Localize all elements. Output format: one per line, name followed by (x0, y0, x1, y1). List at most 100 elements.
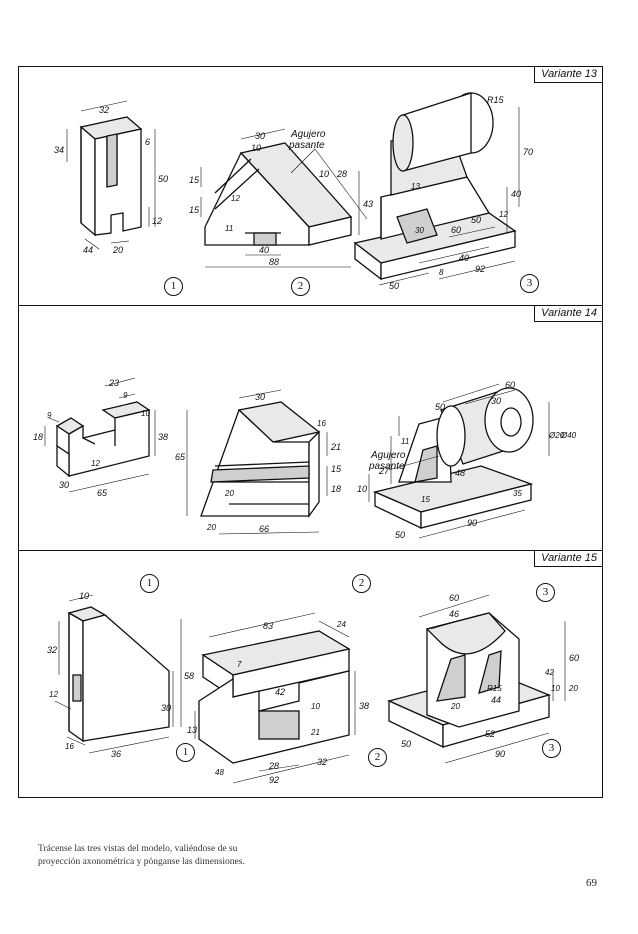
hole-note-line-1: Agujero (370, 450, 406, 461)
drawing-variante-14: 23 9 9 18 12 38 30 65 10 (33, 377, 577, 540)
drawing-variante-13: 32 34 6 50 12 20 44 (54, 92, 533, 291)
dimension-label: 10 (357, 484, 367, 494)
drawing-variante-15: 10 32 58 30 12 16 36 (47, 591, 579, 785)
dimension-label: R15 (487, 684, 502, 693)
dimension-label: 15 (421, 495, 430, 504)
dimension-label: 27 (378, 466, 390, 476)
variant-label: Variante 14 (534, 306, 602, 322)
dimension-label: 42 (275, 687, 285, 697)
dimension-label: 40 (511, 189, 521, 199)
model-1-drawing: 23 9 9 18 12 38 30 65 10 (33, 377, 168, 498)
dimension-label: 66 (259, 524, 269, 534)
dimension-label: 58 (184, 671, 194, 681)
variant-label: Variante 13 (534, 67, 602, 83)
dimension-label: 48 (215, 768, 224, 777)
dimension-label: 60 (451, 225, 461, 235)
dimension-label: 46 (449, 609, 459, 619)
dimension-label: 9 (123, 391, 128, 400)
dimension-label: 30 (161, 703, 171, 713)
dimension-label: 50 (471, 215, 481, 225)
dimension-label: 24 (336, 620, 346, 629)
figure-1-number: 1 (140, 574, 159, 593)
figure-1-number: 1 (164, 277, 183, 296)
figure-2-number: 2 (291, 277, 310, 296)
dimension-label: 18 (33, 432, 43, 442)
dimension-label: 65 (175, 452, 186, 462)
dimension-label: 50 (435, 402, 445, 412)
dimension-label: 28 (268, 761, 279, 771)
dimension-label: 11 (225, 224, 233, 233)
dimension-label: 70 (523, 147, 533, 157)
dimension-label: 50 (158, 174, 168, 184)
model-3-drawing: 60 50 30 11 27 10 48 15 50 90 35 Ø20 Ø40 (357, 380, 577, 540)
dimension-label: 28 (336, 169, 347, 179)
dimension-label: 16 (65, 742, 74, 751)
instruction-line-2: proyección axonométrica y pónganse las d… (38, 857, 245, 867)
dimension-label: 44 (491, 695, 501, 705)
dimension-label: 20 (206, 523, 216, 532)
dimension-label: 35 (513, 489, 522, 498)
variant-label: Variante 15 (534, 551, 602, 567)
dimension-label: 40 (259, 245, 269, 255)
dimension-label: 20 (450, 702, 460, 711)
dimension-label: 13 (411, 182, 420, 191)
dimension-label: 30 (415, 226, 424, 235)
dimension-label: 9 (47, 411, 52, 420)
hole-note-line-1: Agujero (290, 129, 326, 140)
dimension-label: 43 (363, 199, 373, 209)
dimension-label: 38 (158, 432, 168, 442)
dimension-label: 92 (475, 264, 485, 274)
dimension-label: 10 (251, 143, 261, 153)
model-2-drawing: 30 65 16 21 15 18 20 20 66 (175, 389, 342, 535)
dimension-label: 60 (449, 593, 459, 603)
dimension-label: Ø40 (560, 431, 577, 440)
dimension-label: 88 (269, 257, 279, 267)
dimension-label: 7 (237, 660, 242, 669)
dimension-label: 12 (49, 690, 58, 699)
dimension-label: 30 (255, 392, 265, 402)
dimension-label: 18 (331, 484, 341, 494)
figure-2-number: 2 (368, 748, 387, 767)
dimension-label: 30 (255, 131, 265, 141)
dimension-label: 12 (231, 194, 240, 203)
dimension-label: 48 (455, 468, 465, 478)
dimension-label: 90 (467, 518, 477, 528)
dimension-label: 60 (505, 380, 515, 390)
dimension-label: 60 (569, 653, 579, 663)
model-3-drawing: R15 70 40 13 50 60 30 12 40 92 8 50 (290, 92, 533, 291)
model-1-drawing: 32 34 6 50 12 20 44 (54, 100, 168, 255)
dimension-label: 15 (331, 464, 342, 474)
dimension-label: 32 (317, 757, 327, 767)
dimension-label: 20 (568, 684, 578, 693)
dimension-label: 21 (310, 728, 320, 737)
dimension-label: 10 (141, 409, 150, 418)
dimension-label: 21 (330, 442, 341, 452)
dimension-label: 11 (401, 437, 409, 446)
dimension-label: 10 (79, 591, 89, 601)
model-2-drawing: 30 10 15 15 12 11 10 28 43 40 88 (189, 128, 373, 268)
dimension-label: 32 (99, 105, 109, 115)
dimension-label: 36 (111, 749, 121, 759)
model-1-drawing: 10 32 58 30 12 16 36 (47, 591, 194, 759)
dimension-label: 10 (551, 684, 560, 693)
dimension-label: 30 (491, 396, 501, 406)
hole-note-line-2: pasante (288, 140, 325, 151)
dimension-label: 15 (189, 205, 200, 215)
dimension-label: 12 (91, 459, 100, 468)
dimension-label: 8 (439, 268, 444, 277)
panel-variante-15: Variante 15 10 32 58 30 (19, 550, 602, 797)
dimension-label: 12 (152, 216, 162, 226)
dimension-label: R15 (487, 95, 505, 105)
dimension-label: 6 (145, 137, 150, 147)
figure-3-number: 3 (520, 274, 539, 293)
panel-variante-14: Variante 14 23 9 9 18 (19, 305, 602, 602)
dimension-label: 40 (459, 253, 469, 263)
dimension-label: 20 (112, 245, 123, 255)
dimension-label: 10 (319, 169, 329, 179)
hole-note-line-2: pasante (368, 461, 405, 472)
figure-1-number: 1 (176, 743, 195, 762)
dimension-label: Ø20 (548, 431, 565, 440)
dimension-label: 20 (224, 489, 234, 498)
dimension-label: 50 (401, 739, 411, 749)
model-3-drawing: 60 46 60 42 10 20 R15 44 20 50 52 90 (387, 593, 579, 764)
